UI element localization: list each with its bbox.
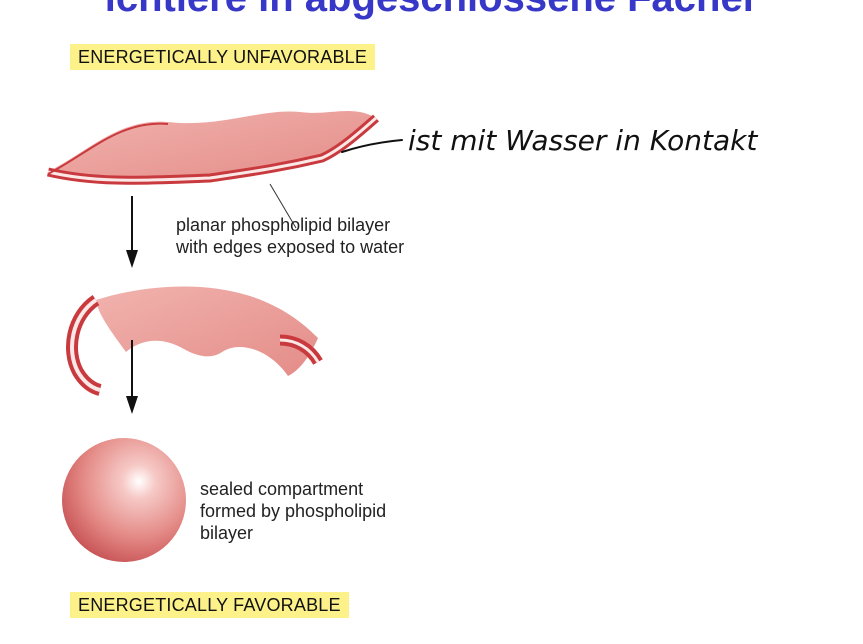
sealed-compartment-sphere bbox=[62, 438, 186, 562]
sealed-compartment-caption: sealed compartment formed by phospholipi… bbox=[200, 478, 386, 544]
handwritten-note: ist mit Wasser in Kontakt bbox=[408, 124, 758, 157]
planar-bilayer-sheet bbox=[46, 110, 379, 185]
caption-line: sealed compartment bbox=[200, 479, 364, 499]
label-energetically-unfavorable: ENERGETICALLY UNFAVORABLE bbox=[70, 44, 376, 70]
curling-bilayer-sheet bbox=[66, 286, 323, 396]
caption-line: formed by phospholipid bbox=[200, 501, 387, 521]
caption-leader-line bbox=[269, 183, 297, 229]
caption-line: bilayer bbox=[200, 523, 254, 543]
handwritten-annotation: ist mit Wasser in Kontakt bbox=[341, 124, 758, 157]
caption-line: with edges exposed to water bbox=[176, 237, 405, 257]
arrow-down-1-icon bbox=[126, 196, 138, 268]
label-energetically-favorable: ENERGETICALLY FAVORABLE bbox=[70, 592, 349, 618]
caption-line: planar phospholipid bilayer bbox=[176, 215, 391, 235]
arrow-down-2-icon bbox=[126, 340, 138, 414]
slide-title: ichtiere in abgeschlossene Fächer bbox=[0, 0, 863, 21]
planar-bilayer-caption: planar phospholipid bilayer with edges e… bbox=[176, 214, 404, 258]
